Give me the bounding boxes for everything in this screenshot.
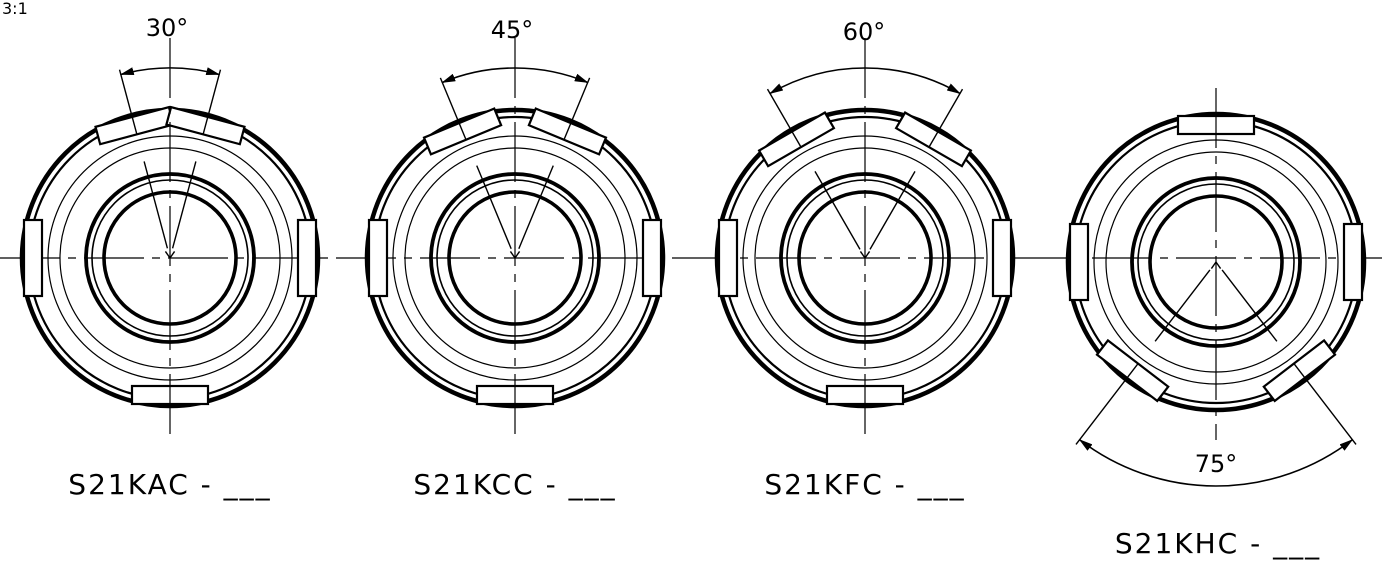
view-0 xyxy=(19,38,321,436)
angle-radial-line xyxy=(518,165,554,250)
dimension-arc xyxy=(1078,439,1354,487)
angle-radial-line xyxy=(1221,269,1278,342)
dimension-arc xyxy=(441,67,589,84)
dimension-extension-line xyxy=(1075,363,1139,445)
angle-radial-line xyxy=(171,161,197,249)
angle-radial-line xyxy=(869,171,916,250)
dimension-extension-line xyxy=(563,77,591,141)
dimension-arc xyxy=(119,67,221,76)
dimension-extension-line xyxy=(118,69,138,135)
scale-label: 3:1 xyxy=(2,0,28,18)
center-mark xyxy=(864,251,871,259)
view-3-angle-label: 75° xyxy=(1195,450,1238,478)
dimension-extension-line xyxy=(766,88,802,148)
key-block xyxy=(991,218,1013,298)
view-2-angle-label: 60° xyxy=(843,18,886,46)
center-mark xyxy=(1210,261,1217,269)
view-2-label: S21KFC - ___ xyxy=(764,468,965,501)
view-1 xyxy=(364,38,666,436)
view-0-angle-label: 30° xyxy=(146,14,189,42)
view-1-label: S21KCC - ___ xyxy=(413,468,616,501)
center-mark xyxy=(1215,261,1222,269)
dimension-extension-line xyxy=(1293,363,1357,445)
view-3-label: S21KHC - ___ xyxy=(1115,527,1321,560)
key-block xyxy=(367,218,389,298)
view-2 xyxy=(714,38,1016,436)
dimension-extension-line xyxy=(928,88,964,148)
center-mark xyxy=(164,251,171,259)
center-mark xyxy=(169,251,176,259)
key-block xyxy=(1068,222,1090,302)
angle-radial-line xyxy=(814,171,861,250)
key-block xyxy=(641,218,663,298)
center-mark xyxy=(514,251,521,259)
center-mark xyxy=(509,251,516,259)
dimension-extension-line xyxy=(202,69,222,135)
view-0-label: S21KAC - ___ xyxy=(68,468,271,501)
key-block xyxy=(717,218,739,298)
angle-radial-line xyxy=(476,165,512,250)
key-block xyxy=(296,218,318,298)
view-1-angle-label: 45° xyxy=(491,16,534,44)
key-block xyxy=(1342,222,1364,302)
center-mark xyxy=(859,251,866,259)
dimension-extension-line xyxy=(439,77,467,141)
angle-radial-line xyxy=(1154,269,1211,342)
dimension-arc xyxy=(769,67,961,95)
key-block xyxy=(22,218,44,298)
view-3 xyxy=(1065,88,1367,487)
angle-radial-line xyxy=(143,161,169,249)
